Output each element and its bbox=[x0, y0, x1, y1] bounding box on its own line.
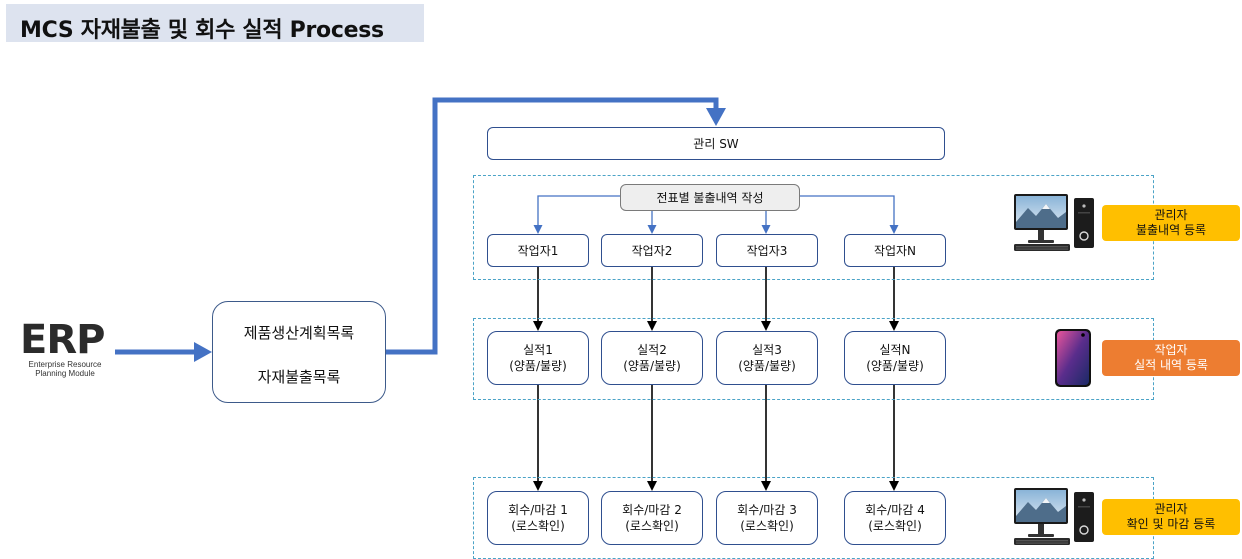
worker-label: 작업자1 bbox=[517, 243, 559, 258]
result-quality: (양품/불량) bbox=[738, 359, 796, 373]
production-plan-list-label: 제품생산계획목록 bbox=[243, 324, 355, 342]
recovery-note: (로스확인) bbox=[511, 519, 565, 533]
admin-close-badge: 관리자 확인 및 마감 등록 bbox=[1102, 499, 1240, 535]
erp-logo-subtitle-line1: Enterprise Resource bbox=[28, 360, 102, 369]
result-title: 실적3 bbox=[752, 343, 782, 357]
management-sw-box: 관리 SW bbox=[487, 127, 945, 160]
recovery-note: (로스확인) bbox=[625, 519, 679, 533]
admin-issue-badge: 관리자 불출내역 등록 bbox=[1102, 205, 1240, 241]
result-title: 실적1 bbox=[523, 343, 553, 357]
recovery-box-3: 회수/마감 3 (로스확인) bbox=[716, 491, 818, 545]
plan-to-sw-arrowhead bbox=[706, 108, 726, 126]
worker-label: 작업자3 bbox=[746, 243, 788, 258]
recovery-box-4: 회수/마감 4 (로스확인) bbox=[844, 491, 946, 545]
issue-task-label: 전표별 불출내역 작성 bbox=[656, 191, 764, 205]
result-title: 실적2 bbox=[637, 343, 667, 357]
worker-box-1: 작업자1 bbox=[487, 234, 589, 267]
recovery-title: 회수/마감 3 bbox=[737, 503, 797, 517]
worker-box-n: 작업자N bbox=[844, 234, 946, 267]
result-quality: (양품/불량) bbox=[509, 359, 567, 373]
worker-result-badge: 작업자 실적 내역 등록 bbox=[1102, 340, 1240, 376]
result-quality: (양품/불량) bbox=[866, 359, 924, 373]
recovery-title: 회수/마감 1 bbox=[508, 503, 568, 517]
desktop-computer-icon bbox=[1014, 488, 1094, 545]
badge-action: 불출내역 등록 bbox=[1135, 223, 1207, 237]
management-sw-label: 관리 SW bbox=[693, 136, 739, 151]
title-banner: MCS 자재불출 및 회수 실적 Process bbox=[6, 4, 424, 43]
material-issue-list-label: 자재불출목록 bbox=[257, 368, 341, 386]
result-to-recovery-arrows bbox=[533, 385, 899, 491]
badge-role: 작업자 bbox=[1154, 343, 1188, 357]
erp-logo-subtitle-line2: Planning Module bbox=[35, 369, 95, 378]
worker-box-3: 작업자3 bbox=[716, 234, 818, 267]
result-box-n: 실적N (양품/불량) bbox=[844, 331, 946, 385]
issue-branch-connectors bbox=[533, 195, 899, 234]
badge-role: 관리자 bbox=[1154, 208, 1188, 222]
result-box-2: 실적2 (양품/불량) bbox=[601, 331, 703, 385]
plan-list-box: 제품생산계획목록 자재불출목록 bbox=[212, 301, 386, 403]
page-title: MCS 자재불출 및 회수 실적 Process bbox=[20, 18, 384, 43]
badge-action: 확인 및 마감 등록 bbox=[1126, 517, 1216, 531]
erp-logo-word: ERP bbox=[20, 317, 105, 363]
erp-logo: ERP Enterprise Resource Planning Module bbox=[20, 320, 115, 382]
worker-label: 작업자N bbox=[873, 243, 917, 258]
desktop-computer-icon bbox=[1014, 194, 1094, 251]
recovery-note: (로스확인) bbox=[868, 519, 922, 533]
recovery-title: 회수/마감 4 bbox=[865, 503, 925, 517]
badge-action: 실적 내역 등록 bbox=[1134, 358, 1208, 372]
worker-label: 작업자2 bbox=[631, 243, 673, 258]
recovery-note: (로스확인) bbox=[740, 519, 794, 533]
issue-task-box: 전표별 불출내역 작성 bbox=[620, 184, 800, 211]
plan-to-sw-connector bbox=[386, 97, 719, 355]
erp-to-plan-arrowhead bbox=[194, 342, 212, 362]
smartphone-icon bbox=[1055, 329, 1091, 387]
result-quality: (양품/불량) bbox=[623, 359, 681, 373]
recovery-box-1: 회수/마감 1 (로스확인) bbox=[487, 491, 589, 545]
result-title: 실적N bbox=[879, 343, 911, 357]
recovery-title: 회수/마감 2 bbox=[622, 503, 682, 517]
worker-box-2: 작업자2 bbox=[601, 234, 703, 267]
result-box-3: 실적3 (양품/불량) bbox=[716, 331, 818, 385]
recovery-box-2: 회수/마감 2 (로스확인) bbox=[601, 491, 703, 545]
badge-role: 관리자 bbox=[1154, 502, 1188, 516]
result-box-1: 실적1 (양품/불량) bbox=[487, 331, 589, 385]
